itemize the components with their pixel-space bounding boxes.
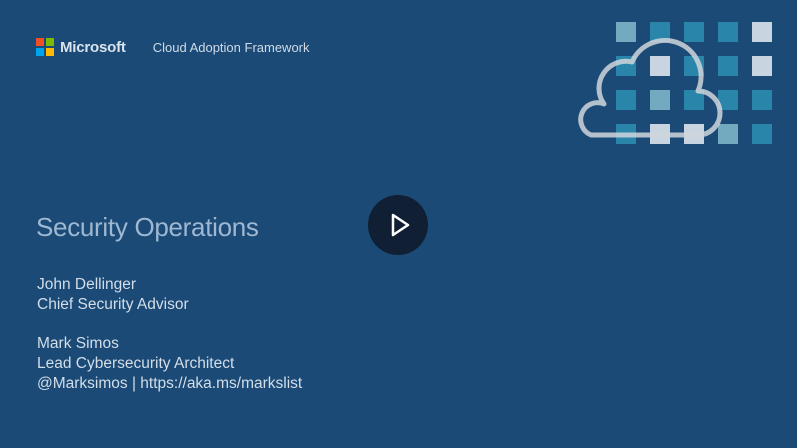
deco-square <box>650 90 670 110</box>
play-icon <box>391 213 410 237</box>
deco-square <box>752 90 772 110</box>
header: Microsoft Cloud Adoption Framework <box>36 38 310 56</box>
presenter-1: John Dellinger Chief Security Advisor <box>37 275 302 315</box>
slide-title: Security Operations <box>36 212 259 242</box>
play-button[interactable] <box>368 195 428 255</box>
presenter-list: John Dellinger Chief Security Advisor Ma… <box>37 275 302 413</box>
deco-square <box>718 124 738 144</box>
deco-square <box>684 90 704 110</box>
deco-square <box>616 90 636 110</box>
deco-square <box>684 22 704 42</box>
deco-square <box>616 22 636 42</box>
deco-square <box>752 124 772 144</box>
presenter-2: Mark Simos Lead Cybersecurity Architect … <box>37 334 302 394</box>
product-name: Cloud Adoption Framework <box>152 39 310 55</box>
deco-square <box>718 56 738 76</box>
deco-square <box>718 22 738 42</box>
deco-square <box>752 22 772 42</box>
deco-square <box>718 90 738 110</box>
presenter-role: Lead Cybersecurity Architect <box>37 355 235 372</box>
presenter-name: Mark Simos <box>37 335 119 352</box>
brand-name: Microsoft <box>60 38 126 56</box>
deco-square <box>650 22 670 42</box>
microsoft-logo-icon <box>36 38 54 56</box>
cloud-grid-icon <box>578 22 772 144</box>
deco-square <box>752 56 772 76</box>
presenter-contact: @Marksimos | https://aka.ms/markslist <box>37 375 303 392</box>
deco-square <box>650 56 670 76</box>
presenter-name: John Dellinger <box>37 276 137 293</box>
presenter-role: Chief Security Advisor <box>37 296 189 313</box>
